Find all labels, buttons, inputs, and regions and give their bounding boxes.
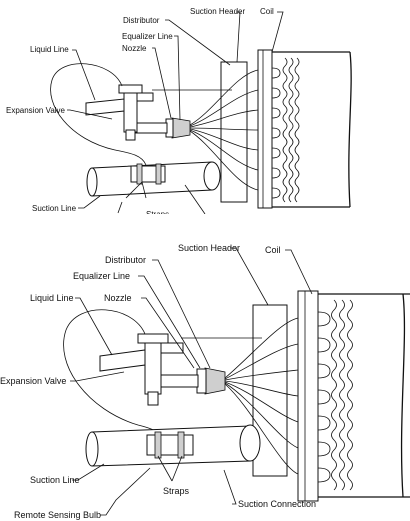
large-label-expansion-valve: Expansion Valve (0, 376, 66, 386)
large-liquid-line (99, 349, 146, 372)
large-sensing-bulb (146, 431, 194, 459)
small-label-coil: Coil (260, 7, 274, 16)
large-leaders (70, 247, 313, 516)
small-expansion-valve (118, 84, 154, 141)
large-diagram: Suction Header Coil Distributor Equalize… (0, 243, 410, 520)
large-capillary (63, 309, 161, 437)
large-strap (154, 431, 162, 459)
large-distributor-tubes (224, 317, 299, 475)
large-label-suction-connection: Suction Connection (238, 499, 316, 509)
small-capillary (50, 63, 147, 166)
small-label-equalizer-line: Equalizer Line (122, 32, 173, 41)
small-strap (136, 163, 143, 185)
small-leaders (67, 11, 284, 215)
small-label-distributor: Distributor (123, 16, 160, 25)
small-label-expansion-valve: Expansion Valve (6, 106, 66, 115)
large-label-equalizer-line: Equalizer Line (73, 271, 130, 281)
large-label-remote-sensing-bulb: Remote Sensing Bulb (14, 510, 101, 520)
small-label-suction-line: Suction Line (32, 204, 77, 213)
small-distributor (171, 117, 191, 139)
large-distributor (204, 367, 226, 395)
large-label-suction-header: Suction Header (178, 243, 240, 253)
small-strap (155, 163, 162, 185)
large-label-distributor: Distributor (105, 255, 146, 265)
large-label-coil: Coil (265, 245, 281, 255)
large-label-straps: Straps (163, 486, 190, 496)
large-strap (177, 431, 185, 459)
small-coil (257, 49, 352, 209)
small-label-nozzle: Nozzle (122, 44, 147, 53)
small-sensing-bulb (130, 163, 166, 185)
small-crop-mask (120, 214, 240, 222)
large-label-liquid-line: Liquid Line (30, 293, 74, 303)
small-label-liquid-line: Liquid Line (30, 45, 69, 54)
large-coil (297, 290, 410, 502)
small-diagram: Suction Header Coil Distributor Equalize… (6, 7, 352, 222)
small-suction-header (220, 61, 248, 203)
large-expansion-valve (137, 333, 184, 406)
large-label-suction-line: Suction Line (30, 475, 80, 485)
small-liquid-line (85, 98, 125, 116)
small-distributor-tubes (189, 69, 259, 191)
small-label-suction-header: Suction Header (190, 7, 245, 16)
large-label-nozzle: Nozzle (104, 293, 132, 303)
